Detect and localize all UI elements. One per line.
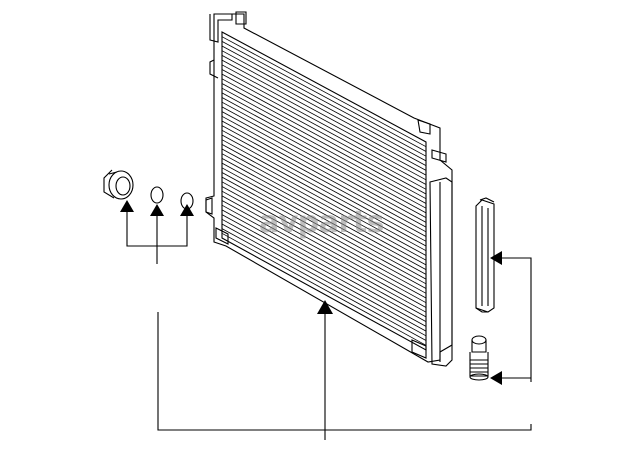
condenser-fin [221, 41, 427, 152]
condenser-fin [221, 59, 427, 171]
condenser-fin [221, 228, 427, 341]
condenser-core[interactable] [205, 11, 453, 367]
condenser-fin [221, 190, 427, 304]
condenser-fin [221, 195, 427, 308]
condenser-fin [221, 83, 427, 195]
condenser-side-tank [429, 177, 453, 367]
cap-front [108, 170, 134, 200]
condenser-fin [221, 97, 427, 209]
arrow-o-ring-small [150, 204, 164, 216]
arrow-cap [120, 200, 134, 212]
condenser-fin [221, 167, 427, 280]
condenser-fin [221, 78, 427, 190]
condenser-fin [221, 232, 427, 346]
desiccant-filter[interactable] [475, 197, 495, 313]
condenser-fin [221, 87, 427, 200]
condenser-fin [221, 55, 427, 166]
condenser-fin [221, 129, 427, 242]
condenser-fin [221, 181, 427, 294]
condenser-fin [221, 134, 427, 247]
condenser-fin [221, 144, 427, 256]
condenser-fin [221, 214, 427, 327]
watermark-text: avparts [259, 205, 384, 240]
condenser-fins [221, 36, 427, 346]
bottom-bracket-left [215, 227, 229, 245]
condenser-fin [221, 209, 427, 322]
condenser-fin [221, 162, 427, 275]
condenser-fin [221, 115, 427, 228]
condenser-fin [221, 176, 427, 289]
condenser-fin [221, 45, 427, 157]
condenser-fin [221, 186, 427, 299]
condenser-fin [221, 125, 427, 237]
watermark: avparts [259, 205, 385, 240]
filter-body [475, 199, 495, 313]
condenser-fin [221, 148, 427, 261]
condenser-fin [221, 204, 427, 318]
arrows [120, 200, 502, 385]
arrow-o-ring-large [180, 204, 194, 216]
condenser-fin [221, 73, 427, 185]
condenser-fin [221, 139, 427, 252]
condenser-fin [221, 92, 427, 204]
drain-plug[interactable] [469, 335, 489, 381]
condenser-fin [221, 172, 427, 285]
top-bracket-left [209, 14, 233, 43]
condenser-fin [221, 120, 427, 233]
condenser-fin [221, 218, 427, 332]
plug-top [471, 335, 487, 345]
arrow-plug [490, 371, 502, 385]
condenser-fin [221, 106, 427, 218]
condenser-fin [221, 64, 427, 176]
cap[interactable] [103, 169, 134, 200]
condenser-fin [221, 36, 427, 148]
condenser-fin [221, 69, 427, 181]
condenser-fin [221, 101, 427, 214]
o-ring-small[interactable] [150, 186, 164, 204]
leader-lines [126, 212, 532, 440]
top-bracket-right [417, 119, 431, 135]
bottom-bracket-right [411, 339, 427, 359]
arrow-filter [490, 251, 502, 265]
condenser-fin [221, 111, 427, 223]
condenser-fin [221, 153, 427, 266]
condenser-fin [221, 223, 427, 337]
condenser-fin [221, 200, 427, 313]
condenser-fin [221, 50, 427, 162]
condenser-fin [221, 158, 427, 270]
arrow-condenser [317, 300, 333, 314]
